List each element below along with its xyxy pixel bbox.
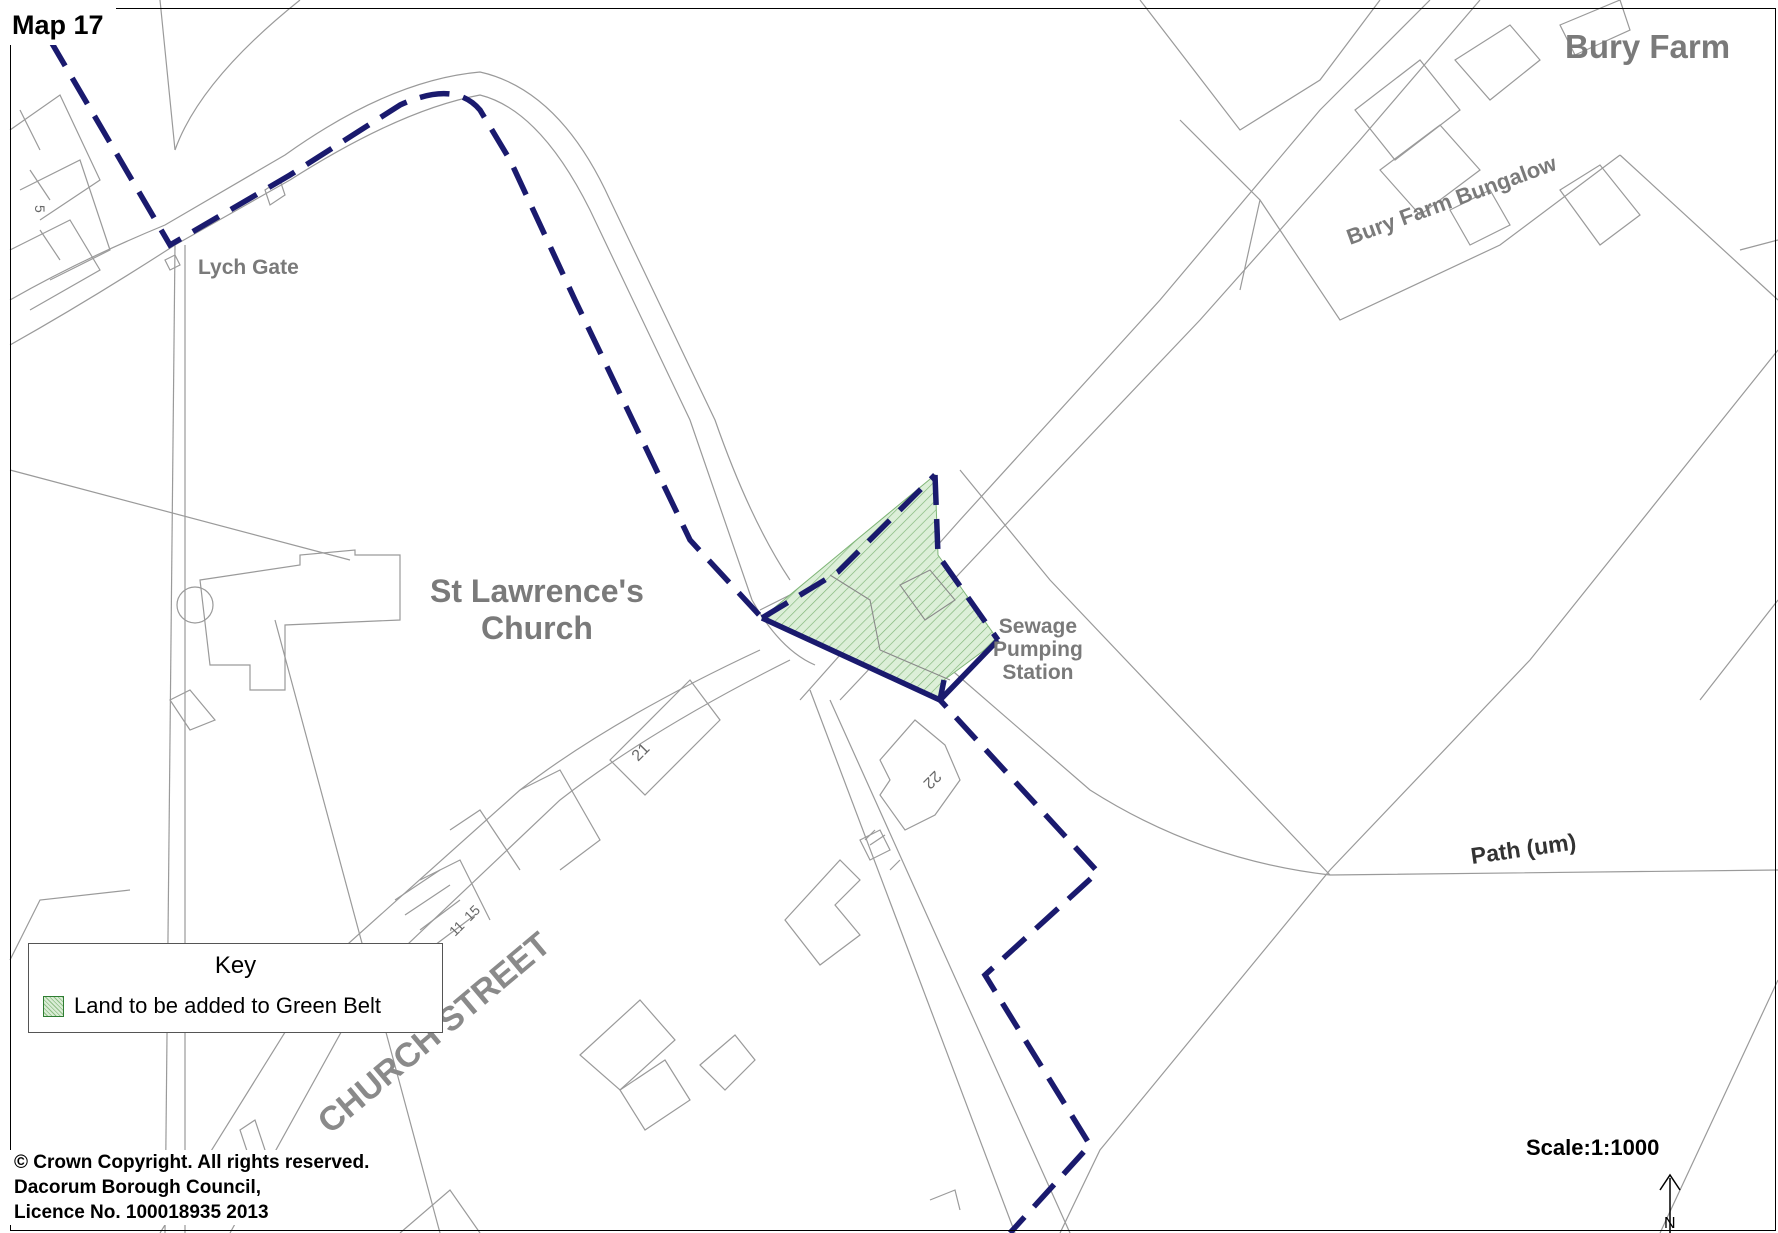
label-bury-farm: Bury Farm: [1565, 28, 1731, 65]
legend-item-green-belt: Land to be added to Green Belt: [43, 993, 381, 1019]
legend-swatch-green-belt: [43, 995, 64, 1017]
house-number-21: 21: [629, 740, 654, 765]
house-number-11: 11: [446, 917, 468, 939]
legend-item-label: Land to be added to Green Belt: [74, 993, 382, 1018]
label-sewage-line1: Sewage: [998, 615, 1078, 638]
copyright-line2: Dacorum Borough Council,: [14, 1177, 261, 1198]
copyright-notice: © Crown Copyright. All rights reserved. …: [10, 1150, 374, 1225]
green-belt-area[interactable]: [761, 473, 999, 701]
label-path: Path (um): [1469, 828, 1578, 869]
map-title: Map 17: [0, 0, 116, 45]
house-number-5: 5: [32, 205, 48, 213]
label-church-line1: St Lawrence's: [430, 573, 644, 609]
label-lych-gate: Lych Gate: [198, 256, 299, 279]
label-church-line2: Church: [480, 610, 593, 646]
copyright-line3: Licence No. 100018935 2013: [14, 1202, 269, 1223]
label-sewage-line2: Pumping: [993, 638, 1083, 661]
boundary-line-northwest: [47, 38, 765, 620]
label-church: St Lawrence's Church: [430, 573, 644, 647]
north-label: N: [1664, 1215, 1676, 1232]
green-belt-inner-lines: [829, 569, 956, 681]
label-bury-farm-bungalow: Bury Farm Bungalow: [1343, 150, 1560, 249]
boundary-line-north: [760, 473, 937, 621]
legend-box: Key Land to be added to Green Belt: [28, 943, 443, 1033]
legend-title: Key: [214, 952, 257, 979]
north-arrow-icon: N: [1659, 1173, 1681, 1233]
house-number-22: 22: [920, 767, 945, 792]
label-sewage-pumping-station: Sewage Pumping Station: [993, 615, 1083, 684]
label-sewage-line3: Station: [1002, 661, 1074, 684]
house-number-15: 15: [461, 902, 483, 924]
scale-label: Scale:1:1000: [1526, 1135, 1660, 1160]
boundary-line-south: [937, 679, 1102, 1233]
boundary-line-east: [932, 474, 1001, 642]
copyright-line1: © Crown Copyright. All rights reserved.: [14, 1152, 370, 1173]
